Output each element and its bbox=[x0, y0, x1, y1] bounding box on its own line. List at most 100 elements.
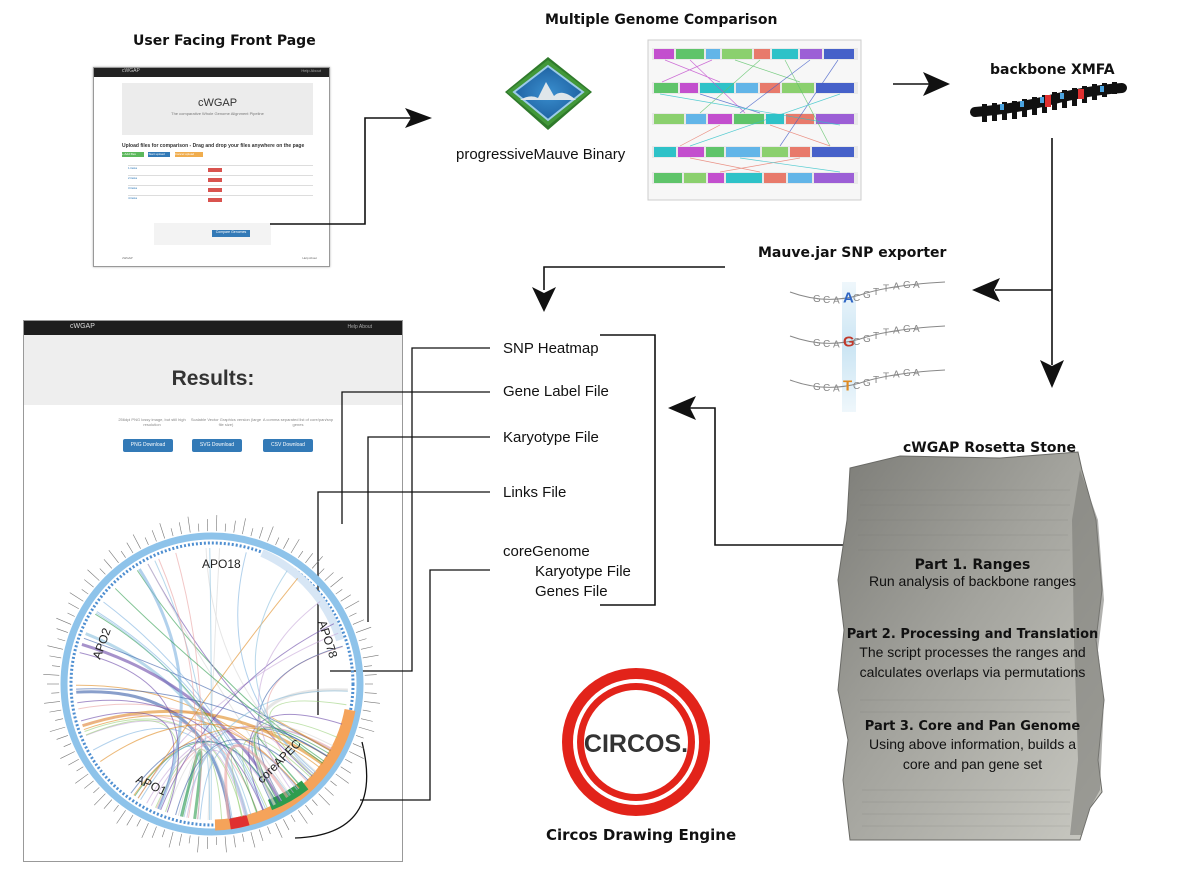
circos-link bbox=[224, 744, 289, 820]
front-footer-left: cWGAP bbox=[122, 256, 133, 260]
circos-plot: APO18 APO2 APO78 APO1 coreAPEC bbox=[43, 515, 380, 853]
circos-tick bbox=[290, 814, 296, 823]
front-file-row: 1.fasta bbox=[128, 165, 313, 175]
part-2-title: Part 2. Processing and Translation bbox=[846, 627, 1099, 642]
gene-label-connector bbox=[341, 391, 490, 524]
circos-link bbox=[100, 723, 320, 768]
front-page-title: User Facing Front Page bbox=[133, 33, 316, 49]
circos-tick bbox=[103, 559, 113, 569]
alignment-track bbox=[652, 172, 858, 184]
circos-tick bbox=[267, 526, 274, 542]
circos-tick bbox=[178, 522, 182, 535]
circos-tick bbox=[161, 829, 166, 838]
circos-tick bbox=[94, 793, 106, 806]
genome-comparison-title: Multiple Genome Comparison bbox=[545, 12, 778, 28]
cancel-upload-button[interactable]: Cancel upload bbox=[174, 152, 203, 157]
dna-base: G bbox=[863, 334, 871, 345]
circos-tick bbox=[159, 523, 166, 539]
circos-engine-title: Circos Drawing Engine bbox=[546, 826, 737, 844]
core-genome-connector bbox=[360, 569, 490, 801]
rosetta-title: cWGAP Rosetta Stone bbox=[903, 440, 1076, 456]
front-footer-right: Help About bbox=[302, 256, 317, 260]
rosetta-stone bbox=[837, 451, 1105, 841]
results-nav: Help About bbox=[347, 324, 372, 330]
circos-tick bbox=[136, 819, 141, 827]
png-download-button[interactable]: PNG Download bbox=[123, 439, 173, 452]
circos-tick bbox=[69, 592, 84, 602]
circos-tick bbox=[44, 701, 61, 704]
circos-tick bbox=[67, 612, 75, 617]
snp-base: T bbox=[843, 378, 852, 395]
dna-base: A bbox=[833, 383, 840, 394]
circos-tick bbox=[188, 835, 191, 844]
rosetta-to-files-line bbox=[690, 407, 850, 546]
circos-tick bbox=[311, 799, 318, 806]
arrow-left-icon bbox=[972, 278, 1000, 302]
circos-tick bbox=[197, 836, 200, 853]
alignment-track bbox=[652, 146, 858, 158]
circos-tick bbox=[364, 692, 377, 694]
front-nav: Help About bbox=[301, 68, 321, 73]
circos-link bbox=[253, 720, 338, 805]
circos-tick bbox=[352, 619, 365, 625]
part-3-text: Using above information, builds a core a… bbox=[868, 736, 1076, 772]
circos-tick bbox=[242, 518, 246, 535]
circos-tick bbox=[49, 709, 62, 713]
front-navbar: cWGAP Help About bbox=[94, 68, 329, 77]
part-1-title: Part 1. Ranges bbox=[914, 557, 1031, 573]
dna-base: G bbox=[813, 338, 821, 349]
circos-tick bbox=[335, 773, 349, 784]
dna-base: C bbox=[853, 381, 860, 392]
front-upload-title: Upload files for comparison - Drag and d… bbox=[122, 143, 305, 149]
circos-tick bbox=[275, 823, 283, 838]
circos-tick bbox=[305, 804, 313, 815]
file-karyotype: Karyotype File bbox=[503, 429, 599, 446]
circos-tick bbox=[84, 579, 94, 588]
circos-tick bbox=[363, 665, 372, 667]
circos-link bbox=[237, 552, 316, 773]
circos-link bbox=[76, 690, 232, 820]
dna-base: A bbox=[893, 369, 900, 380]
circos-tick bbox=[75, 773, 89, 784]
circos-tick bbox=[305, 553, 313, 564]
svg-description: Scalable Vector Graphics version (large … bbox=[190, 417, 262, 427]
circos-link bbox=[133, 727, 328, 796]
file-core-karyotype: Karyotype File bbox=[535, 563, 631, 580]
circos-tick bbox=[116, 810, 126, 824]
circos-tick bbox=[362, 709, 371, 712]
dna-base: A bbox=[893, 325, 900, 336]
files-bracket bbox=[600, 334, 656, 606]
circos-tick bbox=[283, 537, 290, 549]
circos-tick bbox=[84, 780, 94, 789]
circos-logo-text: CIRCOS. bbox=[584, 730, 688, 758]
svg-download-button[interactable]: SVG Download bbox=[192, 439, 242, 452]
circos-tick bbox=[330, 576, 344, 588]
alignment-track bbox=[652, 113, 858, 125]
backbone-title: backbone XMFA bbox=[990, 62, 1115, 78]
snp-to-results-line bbox=[543, 266, 725, 290]
add-files-button[interactable]: + Add files bbox=[122, 152, 144, 157]
part-2-text: The script processes the ranges and calc… bbox=[859, 644, 1086, 680]
dna-base: A bbox=[913, 280, 920, 291]
compare-genomes-button[interactable]: Compare Genomes bbox=[212, 230, 250, 237]
arrow-right-icon bbox=[923, 72, 950, 96]
circos-link bbox=[183, 690, 348, 818]
circos-tick bbox=[141, 823, 149, 838]
dna-base: T bbox=[873, 331, 879, 342]
start-upload-button[interactable]: Start upload bbox=[148, 152, 171, 157]
circos-tick bbox=[224, 836, 227, 853]
circos-tick bbox=[49, 726, 66, 732]
circos-tick bbox=[56, 735, 68, 740]
circos-tick bbox=[258, 526, 264, 539]
flow-connectors bbox=[270, 83, 1053, 606]
circos-link bbox=[166, 749, 230, 819]
circos-tick bbox=[340, 594, 351, 602]
circos-tick bbox=[113, 804, 119, 812]
csv-download-button[interactable]: CSV Download bbox=[263, 439, 313, 452]
circos-tick bbox=[324, 572, 334, 581]
snp-highlight bbox=[842, 282, 856, 412]
circos-tick bbox=[68, 758, 79, 766]
dna-base: G bbox=[903, 324, 911, 335]
